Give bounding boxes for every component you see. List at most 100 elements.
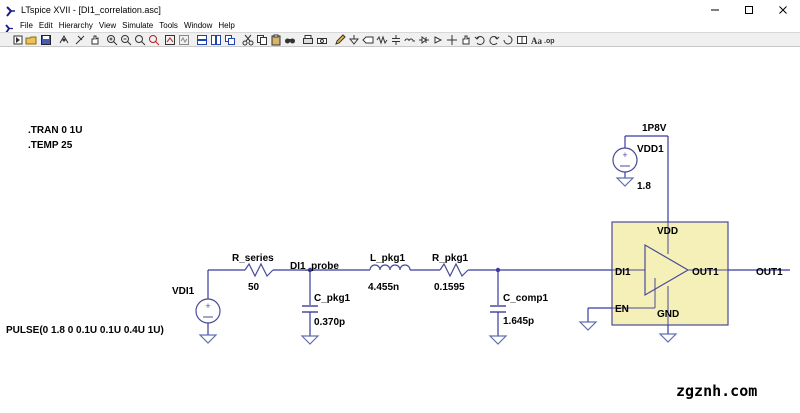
tile-horizontal-button[interactable] (196, 34, 208, 46)
ground-icon (199, 334, 217, 344)
find-button[interactable] (284, 34, 296, 46)
copy-button[interactable] (256, 34, 268, 46)
label-button[interactable] (362, 34, 374, 46)
menu-file[interactable]: File (20, 21, 33, 30)
zoom-area-icon (135, 35, 146, 46)
close-button[interactable] (766, 0, 800, 19)
component-button[interactable] (432, 34, 444, 46)
spice-directive-icon: .op (544, 38, 555, 45)
menu-window[interactable]: Window (183, 21, 213, 30)
copy-icon (257, 35, 267, 45)
ground-button[interactable] (348, 34, 360, 46)
mirror-button[interactable] (516, 34, 528, 46)
out1-net-label: OUT1 (756, 267, 783, 278)
l-pkg1-inductor[interactable] (369, 264, 411, 271)
title-bar: LTspice XVII - [DI1_correlation.asc] (0, 0, 800, 19)
vdd1-source[interactable]: + (612, 136, 638, 187)
run-button[interactable] (12, 34, 24, 46)
resistor-button[interactable] (376, 34, 388, 46)
menu-hierarchy[interactable]: Hierarchy (58, 21, 93, 30)
vdi1-value: PULSE(0 1.8 0 0.1U 0.1U 0.4U 1U) (6, 325, 164, 336)
probe-net-label: DI1_probe (290, 261, 339, 272)
scissors-button[interactable] (242, 34, 254, 46)
text-button[interactable]: Aa (530, 34, 542, 46)
waveform-button[interactable] (178, 34, 190, 46)
vdi1-source[interactable]: + (195, 298, 221, 324)
r-series-resistor[interactable] (244, 262, 274, 278)
rotate-button[interactable] (502, 34, 514, 46)
ground-icon (659, 333, 677, 343)
mirror-icon (517, 36, 527, 44)
print-button[interactable] (302, 34, 314, 46)
menu-simulate[interactable]: Simulate (122, 21, 154, 30)
svg-text:Aa: Aa (531, 36, 542, 46)
menu-tools[interactable]: Tools (159, 21, 178, 30)
c-pkg1-value: 0.370p (314, 317, 345, 328)
schematic-canvas[interactable]: .TRAN 0 1U .TEMP 25 + 1P8V VDD1 1.8 VDD (0, 47, 800, 413)
zoom-in-icon (107, 35, 118, 46)
zoom-fit-button[interactable] (148, 34, 160, 46)
capacitor-button[interactable] (390, 34, 402, 46)
r-pkg1-resistor[interactable] (439, 262, 469, 278)
run-icon (13, 35, 23, 45)
zoom-out-button[interactable] (120, 34, 132, 46)
pan-hand-button[interactable] (89, 34, 101, 46)
r-pkg1-value: 0.1595 (434, 282, 465, 293)
spice-directive-button[interactable]: .op (544, 34, 556, 46)
buffer-component[interactable] (611, 221, 729, 326)
buffer-vdd-pin: VDD (657, 226, 678, 237)
zoom-in-button[interactable] (106, 34, 118, 46)
print-icon (303, 35, 313, 44)
pencil-button[interactable] (334, 34, 346, 46)
l-pkg1-name: L_pkg1 (370, 253, 405, 264)
paste-button[interactable] (270, 34, 282, 46)
control-panel-button[interactable] (58, 34, 70, 46)
inductor-button[interactable] (404, 34, 416, 46)
menu-view[interactable]: View (98, 21, 117, 30)
open-icon (25, 36, 37, 45)
document-icon[interactable] (4, 21, 14, 33)
tran-directive[interactable]: .TRAN 0 1U (28, 125, 82, 136)
print-preview-button[interactable] (316, 34, 328, 46)
drag-button[interactable] (460, 34, 472, 46)
pencil-icon (335, 34, 346, 45)
c-comp1-capacitor[interactable] (490, 305, 506, 313)
redo-icon (489, 36, 500, 45)
redo-button[interactable] (488, 34, 500, 46)
c-pkg1-capacitor[interactable] (302, 305, 318, 313)
autorange-button[interactable] (164, 34, 176, 46)
svg-text:+: + (622, 150, 627, 160)
tile-vertical-button[interactable] (210, 34, 222, 46)
ground-icon (616, 177, 634, 187)
cascade-icon (225, 35, 235, 45)
cascade-button[interactable] (224, 34, 236, 46)
rotate-icon (503, 35, 513, 45)
temp-directive[interactable]: .TEMP 25 (28, 140, 73, 151)
cut-wire-button[interactable] (74, 34, 86, 46)
window-title: LTspice XVII - [DI1_correlation.asc] (21, 4, 161, 15)
window-controls (698, 0, 800, 19)
maximize-button[interactable] (732, 0, 766, 19)
save-button[interactable] (40, 34, 52, 46)
zoom-area-button[interactable] (134, 34, 146, 46)
undo-button[interactable] (474, 34, 486, 46)
move-button[interactable] (446, 34, 458, 46)
r-series-value: 50 (248, 282, 260, 293)
menu-bar: File Edit Hierarchy View Simulate Tools … (0, 19, 800, 33)
menu-help[interactable]: Help (218, 21, 235, 30)
minimize-icon (711, 9, 719, 10)
net-1p8v-label: 1P8V (642, 123, 667, 134)
watermark-text: zgznh.com (676, 382, 757, 400)
diode-button[interactable] (418, 34, 430, 46)
menu-edit[interactable]: Edit (38, 21, 53, 30)
minimize-button[interactable] (698, 0, 732, 19)
buffer-out1-pin: OUT1 (692, 267, 719, 278)
close-icon (779, 5, 787, 14)
component-icon (434, 36, 443, 44)
buffer-di1-pin: DI1 (615, 267, 631, 278)
diode-icon (419, 36, 429, 44)
r-series-name: R_series (232, 253, 274, 264)
resistor-icon (376, 35, 388, 45)
open-button[interactable] (25, 34, 37, 46)
r-pkg1-name: R_pkg1 (432, 253, 469, 264)
